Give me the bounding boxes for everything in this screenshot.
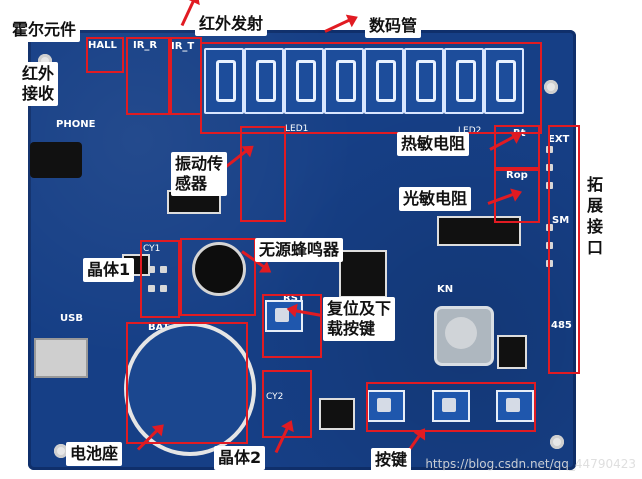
key-button-3[interactable]: [496, 390, 534, 422]
crystal1-box: [140, 240, 180, 318]
mounting-hole-bottom-right: [550, 435, 564, 449]
seven-segment-label: 数码管: [365, 14, 422, 38]
silk-ir-r: IR_R: [133, 40, 158, 51]
seven-segment-digit-8: [484, 48, 524, 114]
silk-ext: EXT: [548, 134, 570, 145]
ir-receiver-label: 红外 接收: [18, 62, 59, 106]
seven-segment-digit-5: [364, 48, 404, 114]
battery-label: 电池座: [66, 442, 123, 466]
silk-cy1: CY1: [143, 244, 161, 254]
seven-segment-digit-2: [244, 48, 284, 114]
photoresistor-label: 光敏电阻: [399, 187, 472, 211]
silk-bat: BAT: [148, 322, 170, 333]
ir-transmitter-label: 红外发射: [195, 12, 268, 36]
pad-1: [148, 266, 155, 273]
photoresistor-box: [494, 167, 540, 223]
buzzer-box: [180, 238, 256, 316]
pad-3: [148, 285, 155, 292]
seven-segment-box: [200, 42, 542, 134]
watermark: https://blog.csdn.net/qq_44790423: [425, 457, 636, 471]
battery-holder: [124, 322, 256, 456]
seven-segment-digit-3: [284, 48, 324, 114]
pad-2: [160, 266, 167, 273]
silk-cy2: CY2: [266, 392, 284, 402]
expansion-box: [548, 125, 580, 374]
vibration-sensor-box: [240, 126, 286, 222]
silk-ir-t: IR_T: [171, 41, 195, 52]
keys-label: 按键: [371, 448, 412, 472]
pad-4: [160, 285, 167, 292]
crystal2-label: 晶体2: [214, 446, 266, 470]
right-lower-chip: [497, 335, 527, 369]
hall-sensor-box: [86, 37, 124, 73]
buzzer-label: 无源蜂鸣器: [255, 238, 344, 262]
reset-download-label: 复位及下 载按键: [323, 297, 396, 341]
vibration-sensor-label: 振动传 感器: [171, 152, 228, 196]
reset-download-box: [262, 294, 322, 358]
microcontroller-chip: [339, 250, 387, 298]
arrow-ir-transmitter: [180, 0, 196, 27]
battery-box: [126, 322, 248, 444]
headphone-jack: [30, 142, 82, 178]
keys-box: [366, 382, 536, 432]
mounting-hole-top-right: [544, 80, 558, 94]
ir-receiver-box: [126, 37, 170, 115]
silk-485: 485: [551, 320, 572, 331]
silk-rst: RST: [283, 293, 305, 304]
seven-segment-digit-6: [404, 48, 444, 114]
silk-hall: HALL: [88, 40, 117, 51]
seven-segment-digit-4: [324, 48, 364, 114]
buzzer: [192, 242, 246, 296]
usb-port: [34, 338, 88, 378]
hall-sensor-label: 霍尔元件: [8, 18, 81, 42]
silk-phone: PHONE: [56, 119, 96, 130]
seven-segment-digit-7: [444, 48, 484, 114]
joystick-cap[interactable]: [445, 317, 477, 349]
crystal1-label: 晶体1: [83, 258, 135, 282]
key-button-1[interactable]: [367, 390, 405, 422]
thermistor-label: 热敏电阻: [397, 132, 470, 156]
reset-button[interactable]: [265, 300, 303, 332]
silk-led1: LED1: [285, 124, 309, 134]
silk-kn: KN: [437, 284, 454, 295]
key-button-2[interactable]: [432, 390, 470, 422]
crystal2-box: [262, 370, 312, 438]
expansion-label: 拓 展 接 口: [582, 170, 608, 262]
mounting-hole-bottom-left: [54, 444, 68, 458]
silk-rop: Rop: [506, 170, 528, 181]
silk-usb: USB: [60, 313, 83, 324]
seven-segment-digit-1: [204, 48, 244, 114]
ir-transmitter-box: [170, 37, 202, 115]
silk-sm: SM: [552, 215, 570, 226]
silk-led2: LED2: [458, 126, 482, 136]
center-lower-chip: [319, 398, 355, 430]
